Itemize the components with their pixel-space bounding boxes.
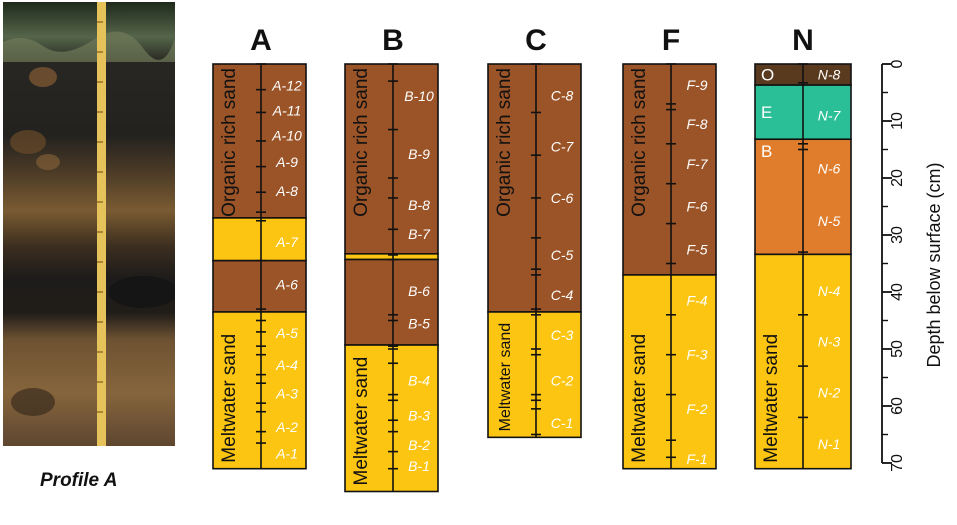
layer-f-1: [622, 274, 717, 470]
sample-label-a-2: A-2: [275, 419, 298, 435]
layer-b-2: [344, 258, 439, 346]
depth-tick-label-50: 50: [889, 340, 906, 358]
sample-label-n-8: N-8: [818, 66, 841, 82]
sample-label-f-8: F-8: [687, 116, 708, 132]
depth-tick-label-20: 20: [889, 169, 906, 187]
layer-label-f-0: Organic rich sand: [629, 68, 650, 217]
sample-label-c-2: C-2: [551, 372, 574, 388]
layer-c-1: [487, 311, 582, 439]
sample-label-c-6: C-6: [551, 190, 574, 206]
sample-label-f-1: F-1: [687, 451, 708, 467]
layer-label-f-1: Meltwater sand: [629, 334, 650, 463]
layer-label-b-0: Organic rich sand: [351, 68, 372, 217]
horizon-label-e: E: [761, 103, 772, 122]
sample-label-a-1: A-1: [275, 445, 298, 461]
layer-b-3: [344, 344, 439, 493]
sample-label-b-8: B-8: [408, 197, 430, 213]
sample-label-n-1: N-1: [818, 436, 841, 452]
column-title-c: C: [525, 24, 547, 57]
layer-label-a-0: Organic rich sand: [219, 68, 240, 217]
sample-label-a-12: A-12: [271, 78, 302, 94]
sample-label-f-5: F-5: [687, 241, 708, 257]
depth-tick-label-0: 0: [889, 59, 906, 68]
horizon-label-b: B: [761, 142, 772, 161]
sample-label-a-10: A-10: [271, 127, 302, 143]
horizon-label-o: O: [761, 66, 774, 85]
sample-label-b-5: B-5: [408, 315, 430, 331]
sample-label-b-4: B-4: [408, 372, 430, 388]
sample-label-f-4: F-4: [687, 293, 708, 309]
sample-label-c-4: C-4: [551, 287, 574, 303]
sample-label-a-7: A-7: [275, 234, 299, 250]
sample-label-a-9: A-9: [275, 154, 298, 170]
sample-label-c-3: C-3: [551, 327, 574, 343]
column-title-f: F: [662, 24, 680, 57]
column-title-a: A: [250, 24, 272, 57]
sample-label-a-6: A-6: [275, 277, 298, 293]
sample-label-c-5: C-5: [551, 247, 574, 263]
layer-label-a-3: Meltwater sand: [219, 334, 240, 463]
sample-label-c-7: C-7: [551, 139, 575, 155]
layer-a-1: [212, 217, 307, 262]
depth-tick-label-60: 60: [889, 397, 906, 415]
layer-label-b-3: Meltwater sand: [351, 357, 372, 486]
sample-label-b-3: B-3: [408, 408, 430, 424]
column-title-n: N: [792, 24, 814, 57]
sample-label-f-9: F-9: [687, 77, 708, 93]
layer-label-n-3: Meltwater sand: [761, 334, 782, 463]
sample-label-a-5: A-5: [275, 325, 298, 341]
sample-label-b-6: B-6: [408, 283, 430, 299]
layer-label-c-0: Organic rich sand: [494, 68, 515, 217]
column-title-b: B: [382, 24, 404, 57]
sample-label-a-11: A-11: [272, 103, 302, 119]
sample-label-n-6: N-6: [818, 160, 841, 176]
depth-axis-label: Depth below surface (cm): [924, 162, 944, 367]
photo-caption: Profile A: [40, 470, 118, 491]
sample-label-b-9: B-9: [408, 146, 430, 162]
depth-tick-label-40: 40: [889, 283, 906, 301]
layer-label-c-1: Meltwater sand: [497, 323, 514, 432]
depth-tick-label-30: 30: [889, 226, 906, 244]
sample-label-c-8: C-8: [551, 87, 574, 103]
sample-label-a-8: A-8: [275, 183, 298, 199]
sample-label-f-7: F-7: [687, 156, 709, 172]
sample-label-n-5: N-5: [818, 213, 841, 229]
sample-label-b-1: B-1: [408, 458, 430, 474]
sample-label-f-3: F-3: [687, 347, 708, 363]
sample-label-f-2: F-2: [687, 401, 708, 417]
sample-label-b-7: B-7: [408, 226, 431, 242]
layer-b-0: [344, 63, 439, 255]
sample-label-n-2: N-2: [818, 384, 841, 400]
sample-label-b-2: B-2: [408, 437, 430, 453]
sample-label-b-10: B-10: [404, 88, 434, 104]
sample-label-a-3: A-3: [275, 385, 298, 401]
sample-label-a-4: A-4: [275, 357, 298, 373]
depth-tick-label-10: 10: [889, 112, 906, 130]
sample-label-n-3: N-3: [818, 334, 841, 350]
sample-label-f-6: F-6: [687, 199, 708, 215]
depth-tick-label-70: 70: [889, 454, 906, 472]
sample-label-n-7: N-7: [818, 107, 842, 123]
sample-label-n-4: N-4: [818, 283, 841, 299]
profile-a-photo: [3, 2, 175, 446]
sample-label-c-1: C-1: [551, 415, 574, 431]
